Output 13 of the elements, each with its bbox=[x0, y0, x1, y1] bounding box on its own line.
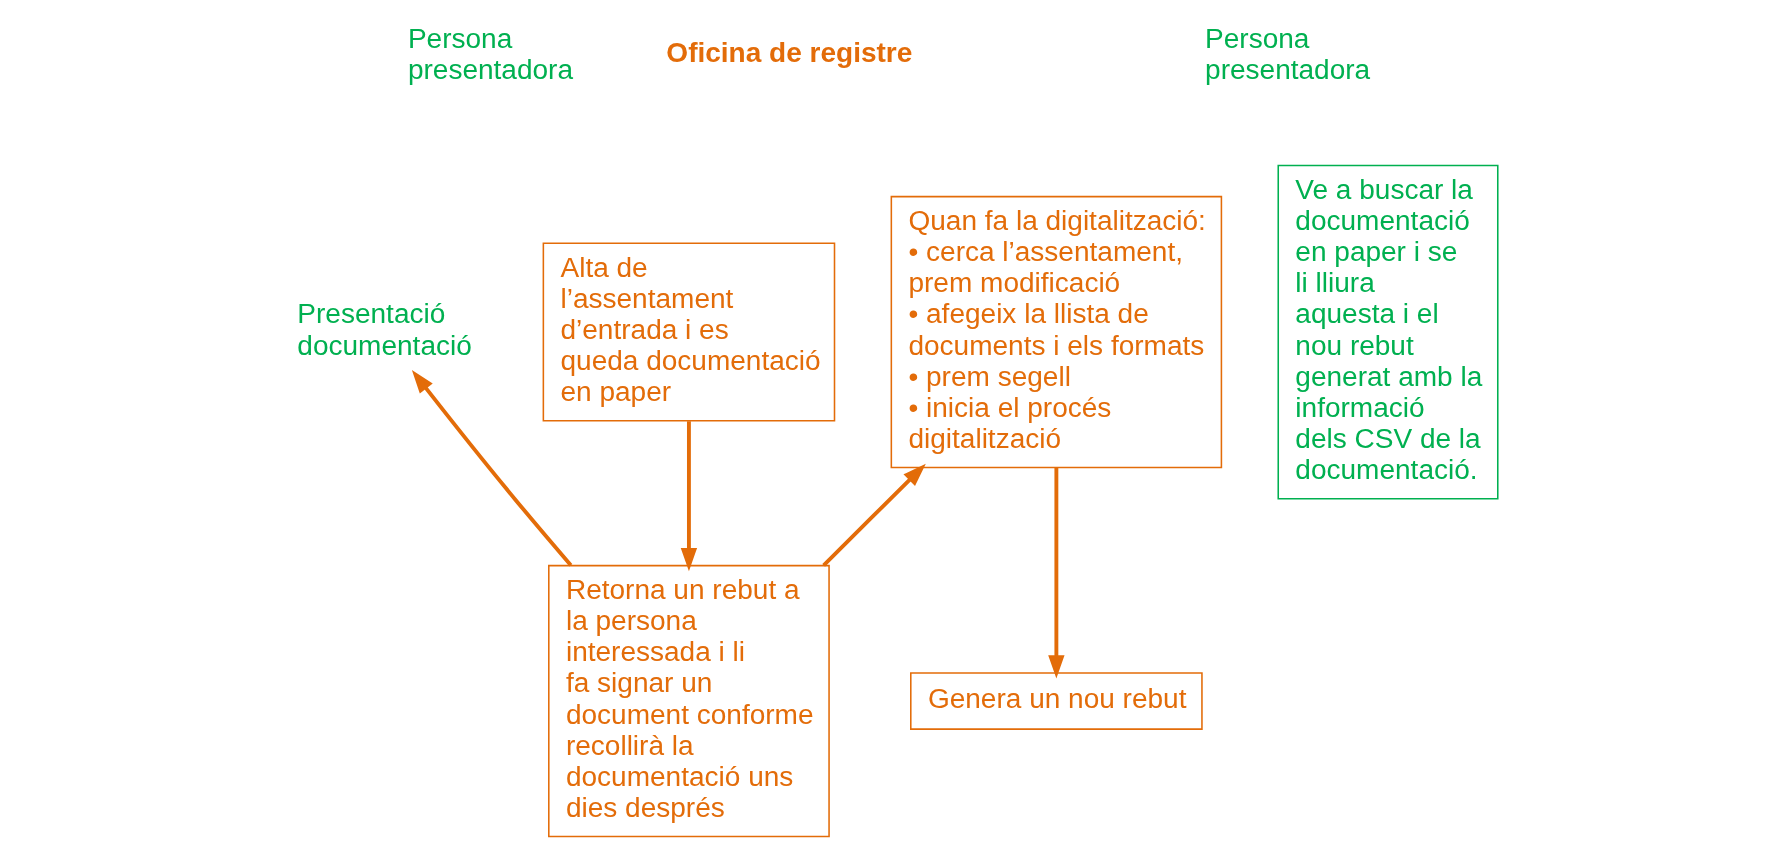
arrow bbox=[411, 370, 572, 567]
node-box: Retorna un rebut a la persona interessada i li fa signar un document conforme recollirà la documentació uns dies després bbox=[547, 564, 830, 838]
node-box: Ve a buscar la documentació en paper i se li lliura aquesta i el nou rebut generat amb la informació dels CSV de la documentació. bbox=[1276, 164, 1499, 500]
arrow bbox=[1047, 467, 1065, 679]
node-text: Presentació documentació bbox=[296, 298, 472, 361]
arrow bbox=[680, 421, 697, 572]
node-box: Genera un nou rebut bbox=[909, 672, 1203, 730]
node-box: Quan fa la digitalització: • cerca l’assentament, prem modificació • afegeix la llista de documents i els formats • prem segell • inicia el procés digitalització bbox=[890, 195, 1222, 469]
label: Oficina de registre bbox=[665, 36, 912, 68]
node-box: Alta de l’assentament d’entrada i es queda documentació en paper bbox=[542, 242, 835, 422]
label: Persona presentadora bbox=[1204, 22, 1370, 85]
label: Persona presentadora bbox=[407, 22, 573, 85]
arrow bbox=[821, 463, 926, 567]
